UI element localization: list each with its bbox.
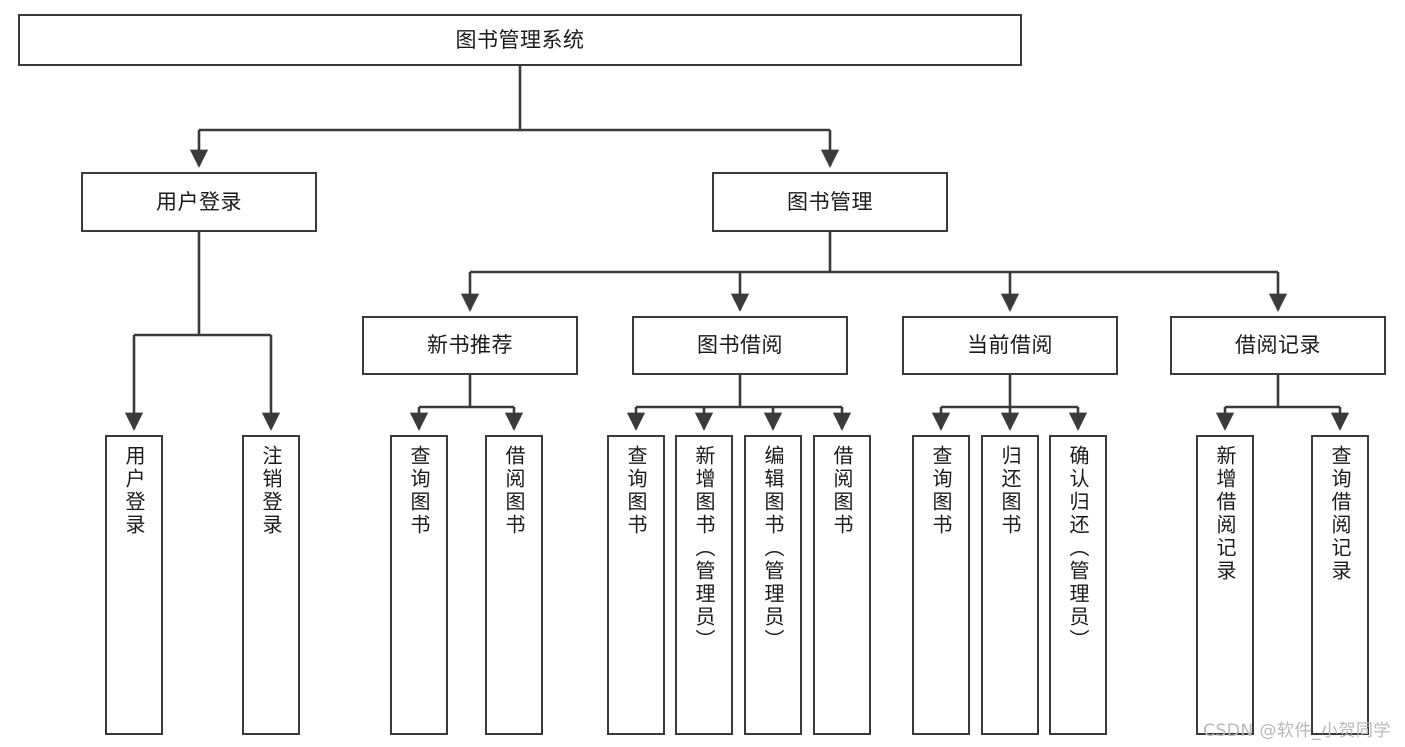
leaf-current-query-book[interactable]: 查询图书 [912,435,970,735]
node-label: 查询图书 [929,445,953,537]
leaf-current-return-book[interactable]: 归还图书 [981,435,1039,735]
leaf-borrow-borrow-book[interactable]: 借阅图书 [813,435,871,735]
node-label: 归还图书 [998,445,1022,537]
node-label: 查询借阅记录 [1328,445,1352,583]
leaf-borrow-query-book[interactable]: 查询图书 [607,435,665,735]
node-root-system[interactable]: 图书管理系统 [18,14,1022,66]
node-label: 用户登录 [156,189,242,214]
leaf-new-books-query[interactable]: 查询图书 [390,435,448,735]
node-book-borrow[interactable]: 图书借阅 [632,316,848,375]
leaf-user-logout[interactable]: 注销登录 [242,435,300,735]
node-label: 编辑图书（管理员） [761,445,785,652]
node-label: 查询图书 [624,445,648,537]
node-label: 当前借阅 [967,333,1053,358]
node-label: 新增借阅记录 [1213,445,1237,583]
leaf-current-confirm-return-admin[interactable]: 确认归还（管理员） [1049,435,1107,735]
node-label: 图书借阅 [697,333,783,358]
leaf-borrow-edit-book-admin[interactable]: 编辑图书（管理员） [744,435,802,735]
node-label: 注销登录 [259,445,283,537]
node-label: 图书管理系统 [455,27,585,52]
node-label: 借阅图书 [502,445,526,537]
node-label: 查询图书 [407,445,431,537]
leaf-new-books-borrow[interactable]: 借阅图书 [485,435,543,735]
node-user-login[interactable]: 用户登录 [81,172,317,232]
leaf-user-login[interactable]: 用户登录 [105,435,163,735]
node-label: 图书管理 [787,189,873,214]
node-label: 确认归还（管理员） [1066,445,1090,652]
node-new-book-recommend[interactable]: 新书推荐 [362,316,578,375]
node-label: 新书推荐 [427,333,513,358]
leaf-borrow-add-book-admin[interactable]: 新增图书（管理员） [675,435,733,735]
node-book-management[interactable]: 图书管理 [712,172,948,232]
node-borrow-records[interactable]: 借阅记录 [1170,316,1386,375]
leaf-records-query-record[interactable]: 查询借阅记录 [1311,435,1369,735]
node-current-borrow[interactable]: 当前借阅 [902,316,1118,375]
leaf-records-add-record[interactable]: 新增借阅记录 [1196,435,1254,735]
csdn-watermark: CSDN @软件_小贺同学 [1203,721,1391,741]
node-label: 借阅记录 [1235,333,1321,358]
node-label: 用户登录 [122,445,146,537]
node-label: 新增图书（管理员） [692,445,716,652]
node-label: 借阅图书 [830,445,854,537]
